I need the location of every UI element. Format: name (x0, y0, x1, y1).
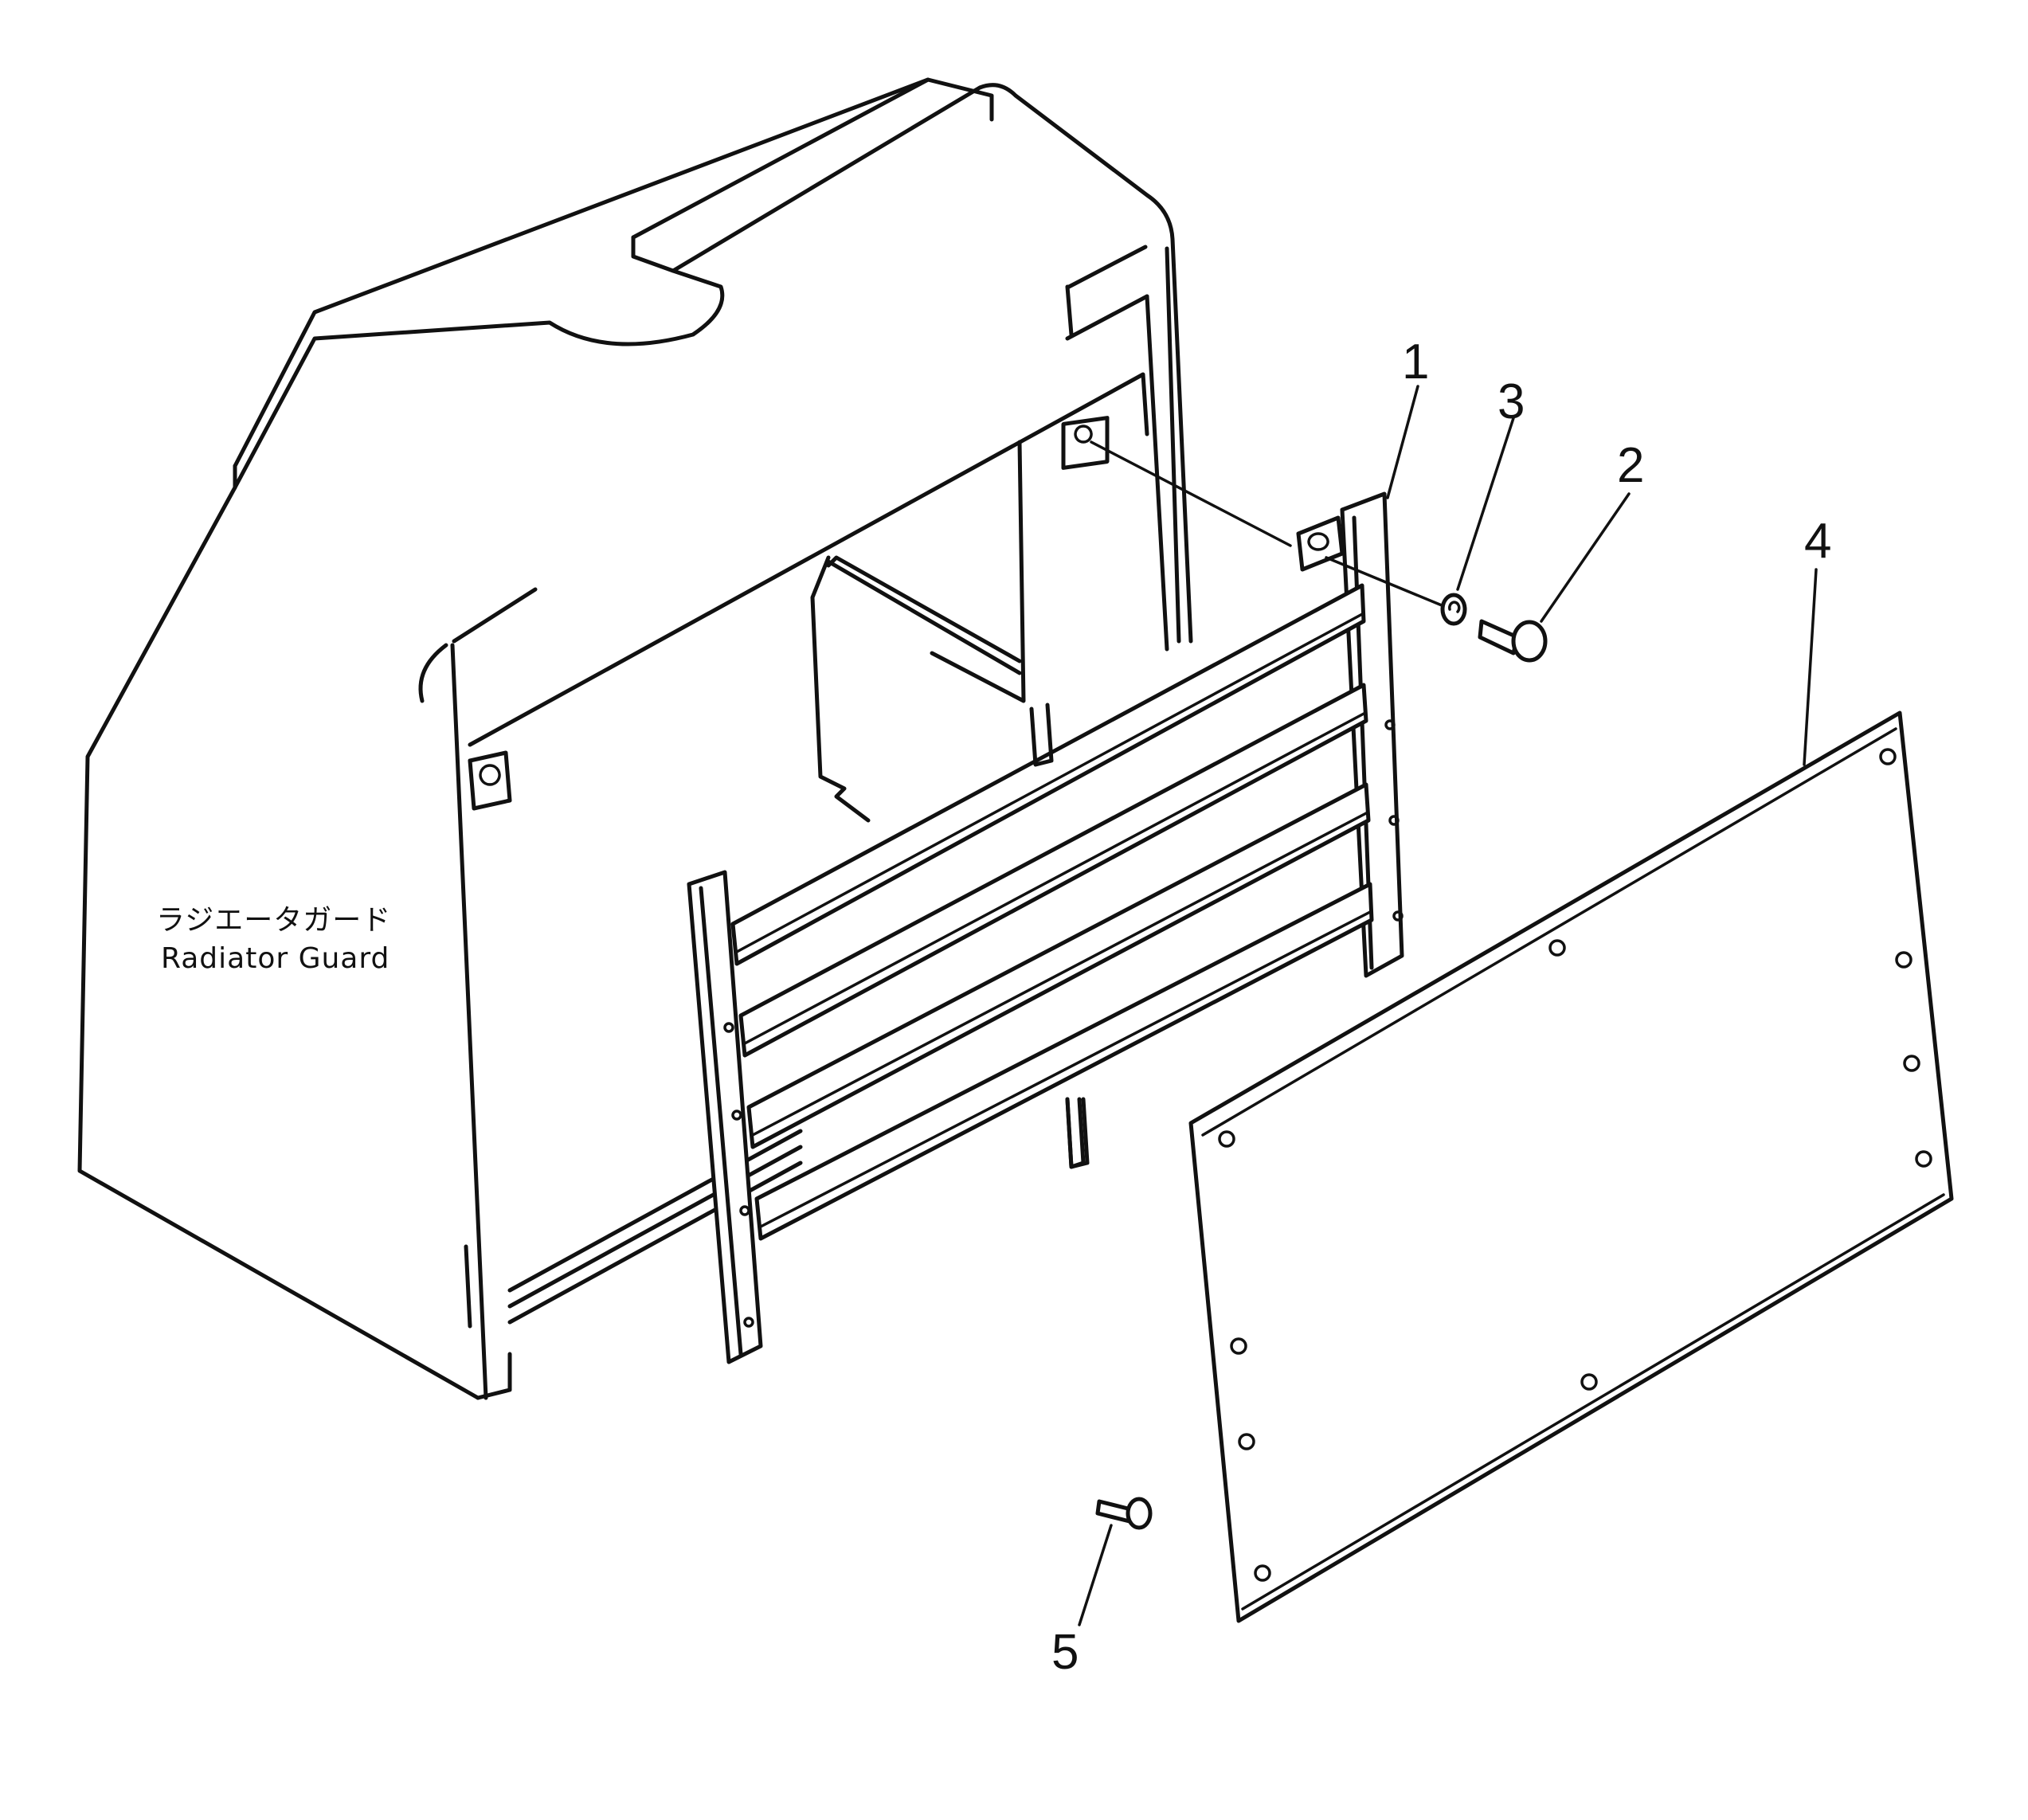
callout-1: 1 (1402, 335, 1429, 389)
bolt-icon (1478, 619, 1548, 663)
alignment-line (1090, 440, 1292, 547)
washer-icon (1440, 593, 1467, 626)
alignment-line-2 (1325, 556, 1443, 607)
leader-5 (1078, 1524, 1113, 1626)
leader-3 (1456, 417, 1515, 591)
leader-2 (1540, 492, 1631, 623)
callout-4: 4 (1804, 514, 1831, 569)
callout-2: 2 (1617, 438, 1644, 493)
label-japanese: ラジエータガード (156, 904, 392, 937)
leader-1 (1386, 385, 1419, 499)
leader-4 (1803, 568, 1818, 766)
radiator-guard-body (77, 77, 1193, 1400)
label-english: Radiator Guard (161, 942, 390, 975)
cover-plate (1188, 710, 1954, 1623)
callout-5: 5 (1051, 1625, 1079, 1680)
stud-bolt-icon (1095, 1497, 1153, 1530)
grille-frame (687, 491, 1404, 1364)
callout-3: 3 (1498, 374, 1525, 429)
